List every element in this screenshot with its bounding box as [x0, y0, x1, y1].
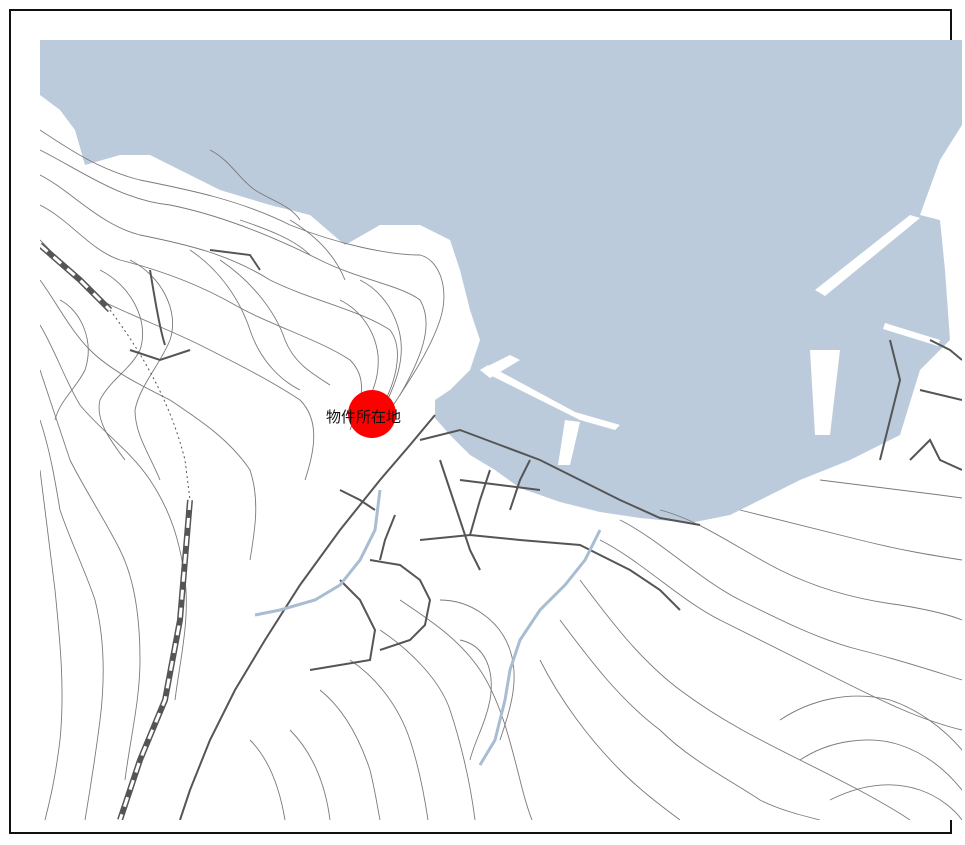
map-svg	[40, 40, 962, 820]
road-network	[129, 249, 962, 820]
location-marker-icon[interactable]	[348, 390, 396, 438]
pier-5	[810, 350, 840, 435]
contour-lines	[40, 129, 962, 820]
railway	[40, 242, 193, 820]
pier-3	[815, 215, 920, 296]
sea-area	[40, 40, 962, 523]
east-coast-land	[906, 130, 962, 440]
pier-4	[883, 323, 940, 346]
pier-6	[558, 420, 580, 465]
pier-2	[480, 365, 620, 430]
streams	[254, 489, 602, 766]
marker-label: 物件所在地	[326, 408, 402, 426]
map-canvas[interactable]	[40, 40, 962, 820]
